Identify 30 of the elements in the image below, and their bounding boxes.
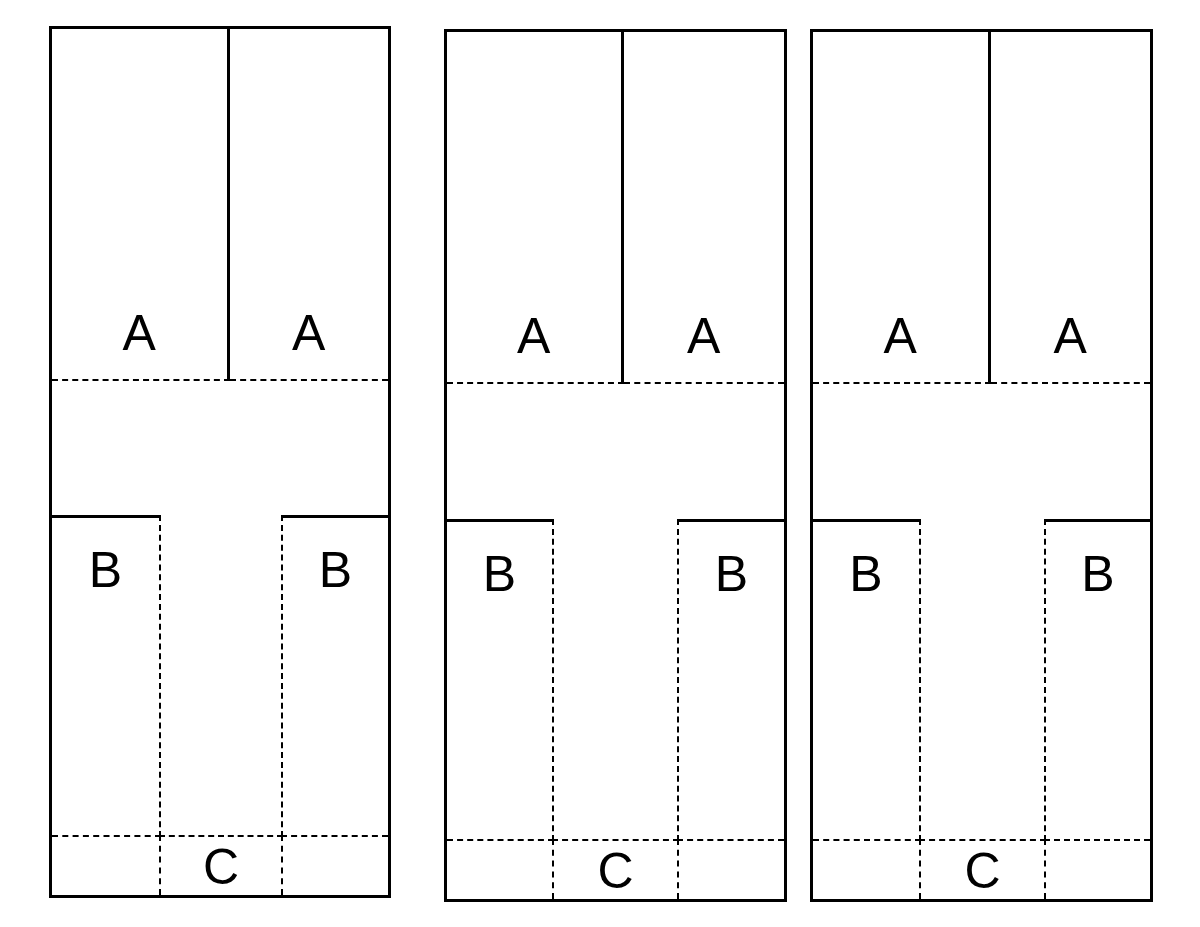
zone-letter: C bbox=[202, 842, 240, 892]
outer-frame bbox=[444, 29, 787, 902]
outer-frame bbox=[49, 26, 391, 898]
zone-letter: A bbox=[1053, 311, 1087, 361]
zone-letter: A bbox=[122, 308, 156, 358]
zone-letter: B bbox=[318, 544, 353, 595]
zone-region bbox=[52, 29, 230, 381]
zone-region bbox=[552, 839, 679, 899]
zone-region bbox=[159, 835, 283, 895]
zone-letter: B bbox=[714, 548, 749, 599]
zone-letter: A bbox=[883, 311, 917, 361]
zone-region bbox=[1044, 518, 1150, 841]
zone-letter: B bbox=[849, 548, 883, 599]
zone-region bbox=[813, 32, 991, 384]
zone-letter: B bbox=[88, 544, 123, 595]
zone-region bbox=[281, 514, 388, 837]
zone-region bbox=[677, 518, 784, 841]
zone-letter: B bbox=[1081, 548, 1115, 599]
zone-region bbox=[813, 518, 921, 841]
zone-letter: C bbox=[964, 846, 1001, 896]
zone-region bbox=[447, 32, 624, 384]
zone-region bbox=[52, 514, 161, 837]
zone-region bbox=[919, 839, 1046, 899]
zone-region bbox=[447, 518, 554, 841]
zone-letter: A bbox=[517, 311, 551, 361]
zone-letter: A bbox=[292, 308, 326, 358]
zone-letter: B bbox=[482, 548, 517, 599]
outer-frame bbox=[810, 29, 1153, 902]
zone-letter: A bbox=[687, 311, 721, 361]
zone-letter: C bbox=[597, 846, 634, 896]
